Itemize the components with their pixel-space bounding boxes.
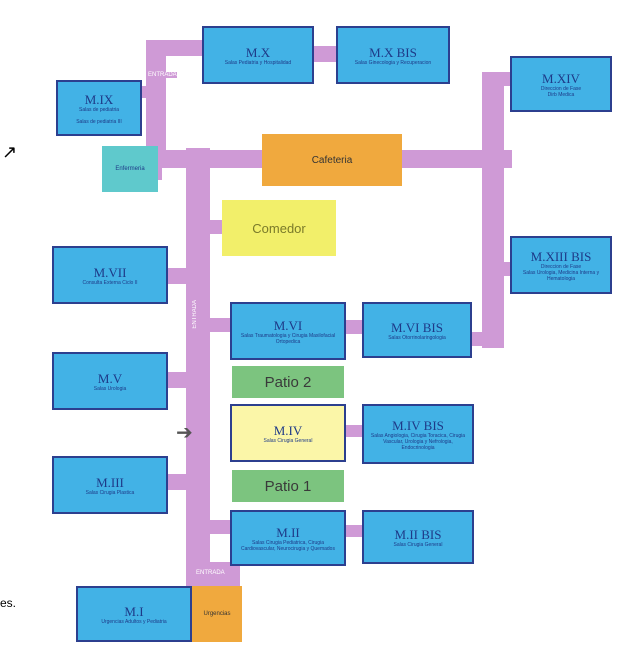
module-mvibis[interactable]: M.VI BIS Salas Otorrinolaringologia xyxy=(362,302,472,358)
module-mvii[interactable]: M.VII Consulta Externa Ciclo II xyxy=(52,246,168,304)
module-subtitle: Salas Traumatologia y Cirugia Maxilofaci… xyxy=(240,332,336,345)
connector-miii xyxy=(168,474,190,490)
module-subtitle: Direccion de Fase xyxy=(540,85,582,92)
entrance-label-top: ENTRADA xyxy=(148,72,177,78)
connector-mvi xyxy=(206,318,232,332)
module-subtitle: Salas Pediatria y Hospitalidad xyxy=(224,59,292,66)
module-title: M.IV BIS xyxy=(392,417,444,433)
module-title: Patio 1 xyxy=(264,477,312,495)
module-subtitle: Consulta Externa Ciclo II xyxy=(82,279,138,286)
module-title: M.X xyxy=(245,44,271,60)
module-title: M.XIV xyxy=(542,70,580,86)
module-subtitle: Salas de pediatria III xyxy=(76,118,122,125)
connector-mii xyxy=(206,520,232,534)
module-title: M.IX xyxy=(84,91,114,107)
stray-caption: es. xyxy=(0,596,17,610)
module-mivbis[interactable]: M.IV BIS Salas Angiologia, Cirugia Torac… xyxy=(362,404,474,464)
module-title: M.IV xyxy=(273,422,303,438)
connector-comedor xyxy=(206,220,224,234)
module-title: M.XIII BIS xyxy=(530,248,592,264)
module-title: M.VI xyxy=(273,317,303,333)
connector-mvii xyxy=(168,268,190,284)
module-subtitle: Salas Urologia xyxy=(93,385,127,392)
module-mx[interactable]: M.X Salas Pediatria y Hospitalidad xyxy=(202,26,314,84)
module-subtitle: Salas Cirugia General xyxy=(393,541,443,548)
module-mv[interactable]: M.V Salas Urologia xyxy=(52,352,168,410)
module-subtitle: Dirb Medica xyxy=(547,91,575,98)
module-enfermeria[interactable]: Enfermeria xyxy=(102,146,158,192)
module-title: M.VI BIS xyxy=(390,319,443,335)
module-cafeteria[interactable]: Cafeteria xyxy=(262,134,402,186)
module-title: M.X BIS xyxy=(369,44,417,60)
module-title: Enfermeria xyxy=(115,166,145,172)
module-title: Comedor xyxy=(252,220,306,236)
module-title: M.V xyxy=(97,370,123,386)
entrance-label-bottom: ENTRADA xyxy=(196,570,225,576)
module-title: M.VII xyxy=(93,264,127,280)
module-subtitle: Salas Urologia, Medicina Interna y Hemat… xyxy=(522,269,600,282)
main-vertical-corridor xyxy=(186,148,210,580)
module-subtitle: Salas Cirugia Plastica xyxy=(85,489,135,496)
module-urgencias[interactable]: Urgencias xyxy=(192,586,242,642)
connector-mvibis xyxy=(344,320,366,334)
north-connector-mx xyxy=(312,46,338,62)
east-connector-mvibis xyxy=(470,332,496,346)
module-subtitle: Salas Otorrinolaringologia xyxy=(388,334,446,341)
module-title: M.II xyxy=(276,524,300,540)
module-patio1[interactable]: Patio 1 xyxy=(232,470,344,502)
connector-mivbis xyxy=(344,425,366,437)
east-vertical-corridor xyxy=(482,72,504,348)
module-title: M.III xyxy=(96,474,124,490)
module-mi[interactable]: M.I Urgencias Adultos y Pediatria xyxy=(76,586,192,642)
north-vertical-corridor xyxy=(146,40,166,160)
connector-miibis xyxy=(344,525,366,537)
module-title: M.II BIS xyxy=(394,526,442,542)
entrance-arrow: ➔ xyxy=(176,422,193,444)
module-mxiii[interactable]: M.XIII BIS Direccion de Fase Salas Urolo… xyxy=(510,236,612,294)
module-subtitle: Salas Cirugia Pediatrica, Cirugia Cardio… xyxy=(241,539,335,552)
module-subtitle: Urgencias Adultos y Pediatria xyxy=(101,618,167,625)
module-mix[interactable]: M.IX Salas de pediatria Salas de pediatr… xyxy=(56,80,142,136)
connector-mv xyxy=(168,372,190,388)
module-title: Urgencias xyxy=(203,611,231,617)
module-subtitle: Direccion de Fase xyxy=(540,263,582,270)
module-title: Cafeteria xyxy=(311,154,353,166)
module-patio2[interactable]: Patio 2 xyxy=(232,366,344,398)
module-mxbis[interactable]: M.X BIS Salas Ginecologia y Recuperacion xyxy=(336,26,450,84)
module-mvi[interactable]: M.VI Salas Traumatologia y Cirugia Maxil… xyxy=(230,302,346,360)
entrance-label-left: ENTRADA xyxy=(192,300,198,329)
module-title: Patio 2 xyxy=(264,373,312,391)
module-comedor[interactable]: Comedor xyxy=(222,200,336,256)
north-connector xyxy=(166,40,204,56)
module-subtitle: Salas Angiologia, Cirugia Toracica, Ciru… xyxy=(370,432,466,451)
module-miv[interactable]: M.IV Salas Cirugia General xyxy=(230,404,346,462)
module-mxiv[interactable]: M.XIV Direccion de Fase Dirb Medica xyxy=(510,56,612,112)
module-miibis[interactable]: M.II BIS Salas Cirugia General xyxy=(362,510,474,564)
east-connector-mxiv xyxy=(482,72,514,86)
module-subtitle: Salas Cirugia General xyxy=(263,437,313,444)
module-subtitle: Salas Ginecologia y Recuperacion xyxy=(354,59,432,66)
module-mii[interactable]: M.II Salas Cirugia Pediatrica, Cirugia C… xyxy=(230,510,346,566)
module-miii[interactable]: M.III Salas Cirugia Plastica xyxy=(52,456,168,514)
stray-mark: ↗ xyxy=(2,142,18,162)
module-title: M.I xyxy=(124,603,144,619)
module-subtitle: Salas de pediatria xyxy=(78,106,120,113)
